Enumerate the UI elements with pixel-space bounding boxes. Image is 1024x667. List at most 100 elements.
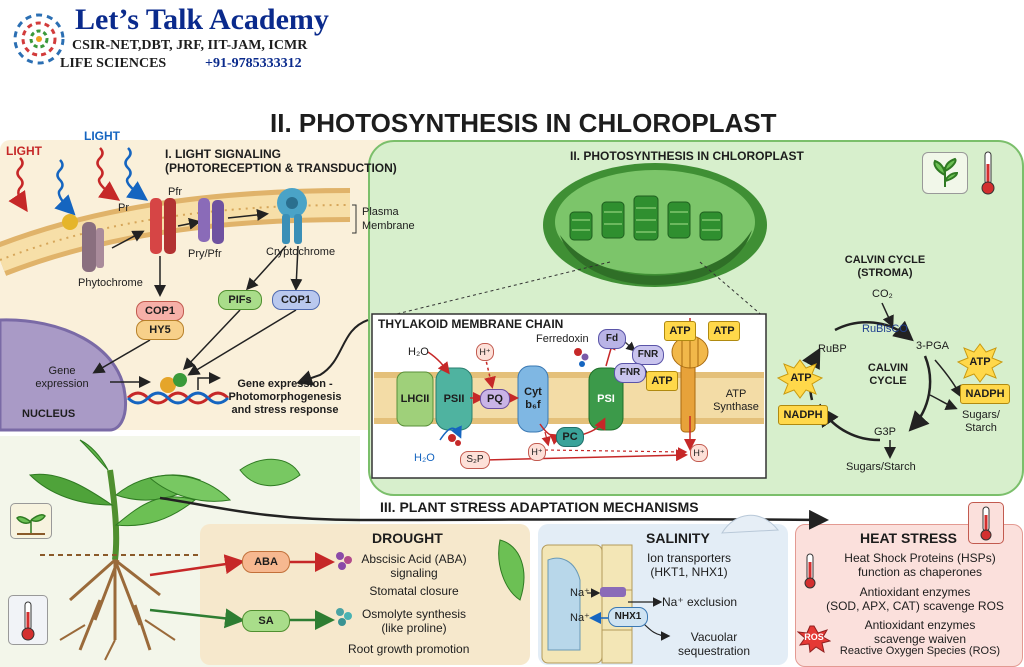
ros-icon-label: ROS — [804, 632, 824, 642]
sp-ellipse: S₂P — [460, 451, 490, 469]
lhcii-complex — [396, 371, 434, 427]
signaling-subtitle: (PHOTORECEPTION & TRANSDUCTION) — [165, 161, 397, 175]
anti-line-3: Antioxidant enzymes — [864, 618, 976, 632]
aba-signaling-label: Abscisic Acid (ABA) signaling — [354, 552, 474, 580]
gene-expression-line-2: expression — [35, 378, 89, 390]
aba-molecule-icon — [336, 552, 352, 570]
cryptochrome-receptor-icon — [277, 188, 307, 244]
pry-pfr-label: Pry/Pfr — [188, 248, 222, 260]
cop1-right-badge: COP1 — [272, 290, 320, 310]
salt-pile-icon — [721, 514, 780, 534]
na-exclusion-label: Na⁺ exclusion — [662, 595, 738, 609]
drought-leaf-icon — [498, 539, 525, 601]
atp-burst-left-icon — [776, 359, 824, 399]
atp-synthase-label: ATP Synthase — [708, 388, 764, 414]
sugars-right-line-2: Starch — [965, 422, 997, 434]
calvin-center-line-2: CYCLE — [869, 375, 907, 387]
page-title: II. PHOTOSYNTHESIS IN CHLOROPLAST — [270, 108, 777, 138]
brand-title: Let’s Talk Academy — [75, 3, 329, 36]
pc-label: PC — [562, 431, 578, 443]
fnr-badge-1: FNR — [632, 345, 664, 365]
salinity-cell-icon — [541, 544, 633, 664]
cyt-line-2: b₆f — [525, 399, 541, 411]
h2o-top-label: H₂O — [408, 346, 429, 358]
root-growth-label: Root growth promotion — [348, 642, 470, 656]
h-plus-2: H⁺ — [693, 448, 705, 458]
calvin-center-line-1: CALVIN — [867, 362, 909, 374]
light-label-red: LIGHT — [6, 144, 42, 158]
atp-badge-3: ATP — [646, 371, 678, 391]
signaling-title: I. LIGHT SIGNALING — [165, 147, 281, 161]
photomorphogenesis-label: Gene expression - Photomorphogenesis and… — [220, 378, 350, 417]
h-plus-circle-2: H⁺ — [690, 444, 708, 462]
calvin-cycle-title: CALVIN CYCLE (STROMA) — [830, 254, 940, 280]
stress-title: III. PLANT STRESS ADAPTATION MECHANISMS — [380, 499, 699, 515]
calvin-title-line-1: CALVIN CYCLE — [844, 254, 926, 266]
light-ray-red-2 — [96, 147, 121, 201]
academy-logo-icon — [8, 8, 70, 70]
nucleus-icon — [0, 318, 128, 432]
na-label-2: Na⁺ — [570, 612, 590, 624]
ion-transporters-label: Ion transporters (HKT1, NHX1) — [634, 551, 744, 579]
osmolyte-label: Osmolyte synthesis (like proline) — [354, 607, 474, 635]
atp-right-label: ATP — [969, 356, 991, 368]
plant-illustration-icon — [28, 439, 301, 661]
atp-synthase-line-1: ATP — [725, 388, 747, 400]
osmo-line-1: Osmolyte synthesis — [361, 607, 467, 621]
transcription-factor-icon — [160, 373, 187, 393]
heat-panel — [795, 524, 1023, 667]
water-molecule-icon — [448, 434, 461, 446]
brand-exams: CSIR-NET,DBT, JRF, IIT-JAM, ICMR — [72, 38, 308, 53]
lhcii-label: LHCII — [400, 393, 430, 405]
atp-left-label: ATP — [790, 372, 812, 384]
thermometer-icon-heat — [968, 502, 1004, 544]
photo-line-3: and stress response — [231, 404, 339, 416]
photo-line-2: Photomorphogenesis — [228, 391, 342, 403]
anti-line-1: Antioxidant enzymes — [859, 585, 971, 599]
ros-burst-icon: ROS — [796, 625, 832, 654]
ion-line-1: Ion transporters — [646, 551, 732, 565]
sp-label: S₂P — [466, 454, 484, 465]
stomatal-label: Stomatal closure — [369, 584, 459, 598]
co2-label: CO₂ — [872, 288, 893, 300]
rubp-label: RuBP — [818, 343, 847, 355]
phytochrome-receptor-icon — [62, 214, 104, 272]
brand-phone: +91-9785333312 — [205, 56, 302, 71]
light-ray-red-1 — [8, 157, 28, 213]
hkt1-transporter-icon — [600, 587, 626, 597]
light-ray-blue-2 — [124, 147, 149, 201]
chloroplast-icon — [543, 163, 767, 287]
sugars-right-label: Sugars/ Starch — [955, 409, 1007, 435]
h2o-bottom-label: H₂O — [414, 452, 435, 464]
pr-label: Pr — [118, 202, 129, 214]
seedling-badge-icon — [10, 503, 52, 539]
vacuolar-label: Vacuolar sequestration — [664, 630, 764, 658]
pq-label: PQ — [487, 393, 503, 405]
hsp-label: Heat Shock Proteins (HSPs) function as c… — [820, 551, 1020, 579]
hsp-thermometer-icon — [800, 552, 820, 590]
thermometer-icon-top — [978, 150, 998, 196]
gene-expression-label: Gene expression — [22, 365, 102, 391]
h-plus-circle-1: H⁺ — [528, 443, 546, 461]
cryptochrome-label: Cryptochrome — [266, 246, 336, 258]
hsp-line-2: function as chaperones — [857, 565, 983, 579]
pq-ellipse: PQ — [480, 389, 510, 409]
thermometer-icon-left — [8, 595, 48, 645]
vac-line-1: Vacuolar — [690, 630, 738, 644]
psi-complex — [588, 367, 624, 431]
h-plus-top-circle: H⁺ — [476, 343, 494, 361]
plasma-membrane-label-2: Membrane — [362, 220, 415, 232]
cop1-left-badge: COP1 — [136, 301, 184, 321]
psi-label: PSI — [597, 393, 615, 405]
osmolyte-molecule-icon — [336, 608, 352, 626]
atp-badge-2: ATP — [708, 321, 740, 341]
brand-subject: LIFE SCIENCES — [60, 56, 167, 71]
nadph-right-badge: NADPH — [960, 384, 1010, 404]
h-plus-top: H⁺ — [479, 347, 491, 357]
h-plus-1: H⁺ — [531, 447, 543, 457]
anti-line-4: scavenge waiven — [873, 632, 967, 646]
fd-badge: Fd — [598, 329, 626, 349]
anti-line-2: (SOD, APX, CAT) scavenge ROS — [826, 599, 1004, 613]
nadph-left-badge: NADPH — [778, 405, 828, 425]
pry-pfr-receptor-icon — [198, 198, 224, 244]
